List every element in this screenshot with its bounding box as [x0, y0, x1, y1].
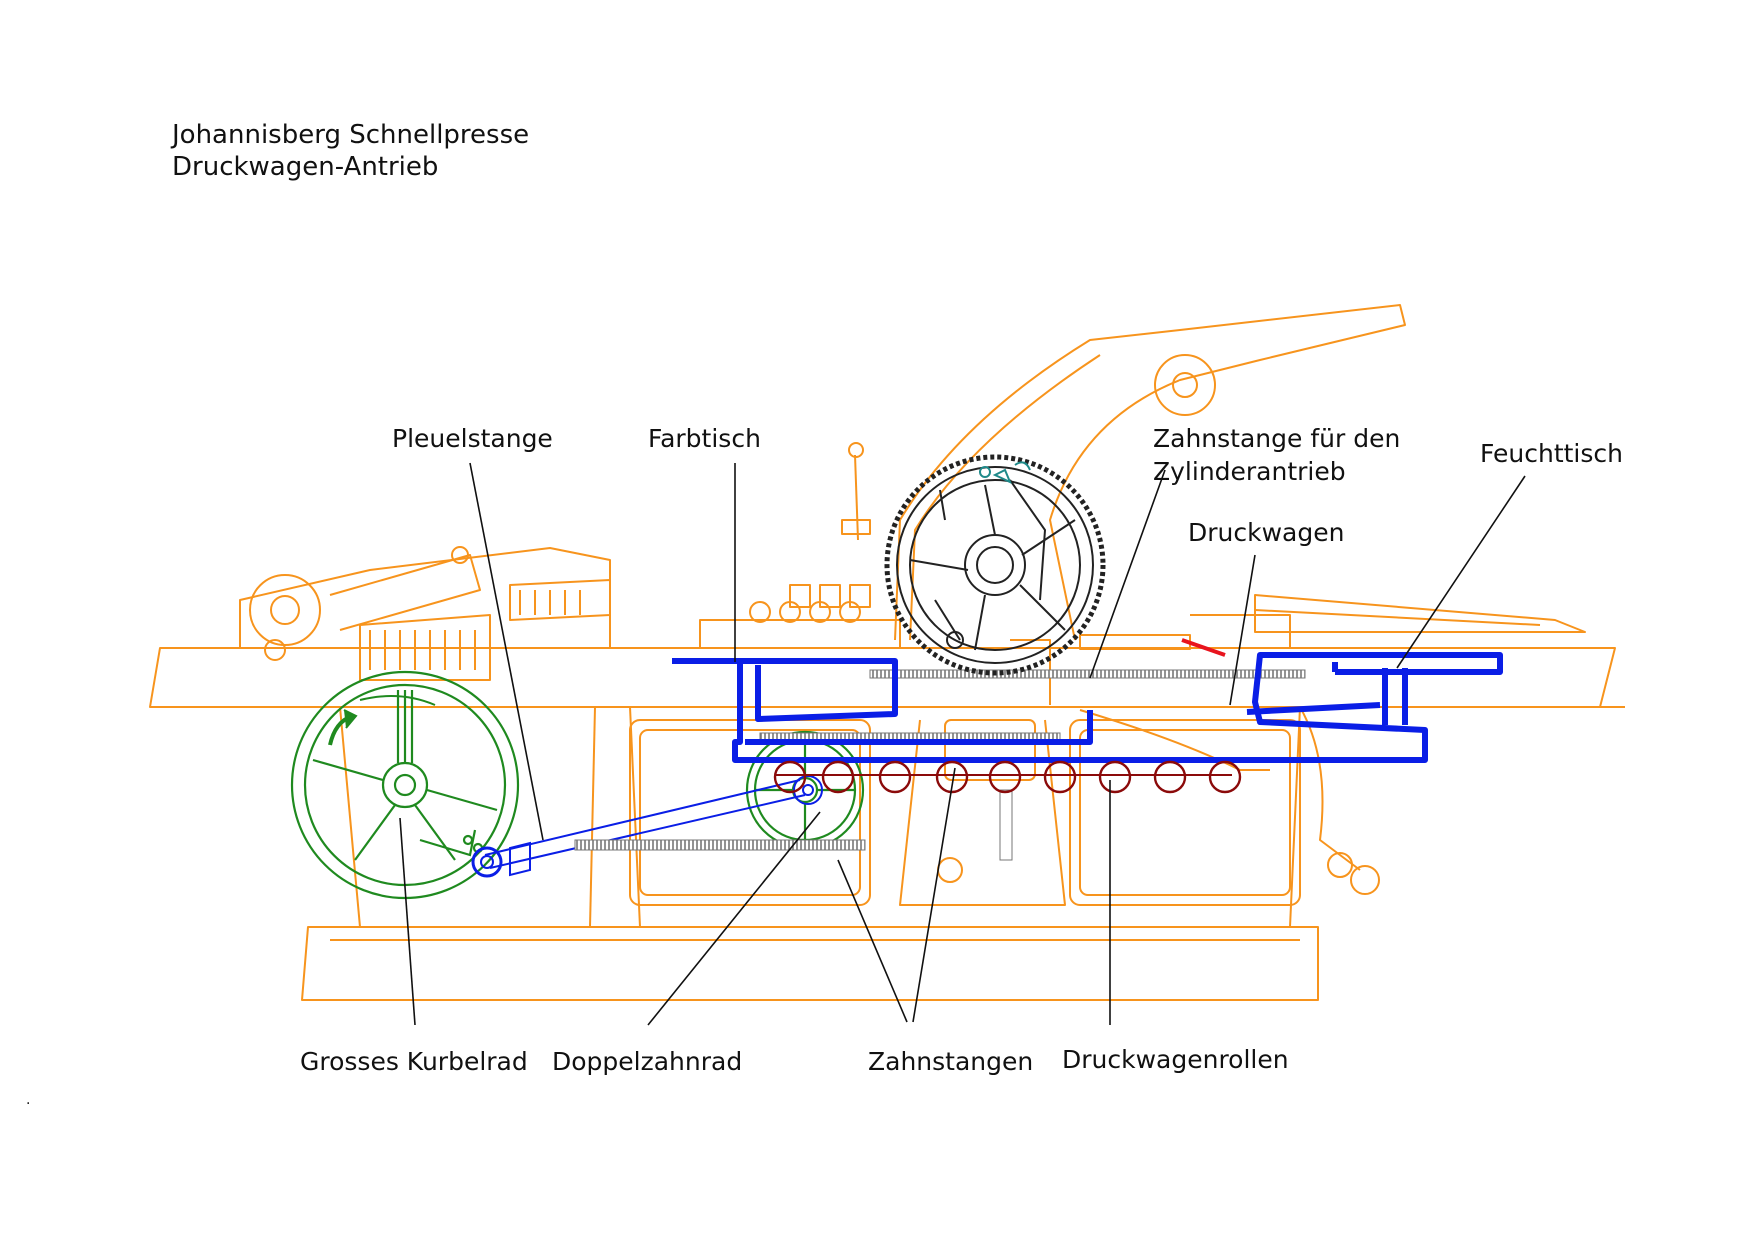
carriage-roller-5: [988, 760, 1022, 794]
label-doppelzahnrad: Doppelzahnrad: [552, 1047, 743, 1076]
label-feuchttisch: Feuchttisch: [1480, 439, 1623, 468]
label-druckwagenrollen: Druckwagenrollen: [1062, 1045, 1289, 1074]
crank-wheel: [290, 670, 520, 900]
carriage-roller-4: [935, 760, 969, 794]
label-zahnstangen: Zahnstangen: [868, 1047, 1034, 1076]
label-druckwagen: Druckwagen: [1188, 518, 1345, 547]
connecting-rod: [471, 775, 823, 878]
footnote-dot: .: [26, 1092, 31, 1108]
red-mark: [1181, 638, 1226, 657]
carriage-roller-8: [1153, 760, 1187, 794]
carriage-roller-7: [1098, 760, 1132, 794]
carriage-roller-1: [773, 760, 807, 794]
label-grosses-kurbelrad: Grosses Kurbelrad: [300, 1047, 528, 1076]
carriage-roller-6: [1043, 760, 1077, 794]
carriage-rollers: [773, 760, 1242, 794]
leader-lines: [399, 462, 1526, 1026]
label-zahnstange-zylinder-line1: Zahnstange für den: [1153, 424, 1401, 453]
label-zahnstange-zylinder-line2: Zylinderantrieb: [1153, 457, 1346, 486]
racks: [574, 669, 1306, 861]
diagram-title: Johannisberg Schnellpresse: [172, 120, 530, 150]
rotation-arrow: [328, 695, 436, 746]
carriage-roller-3: [878, 760, 912, 794]
carriage-roller-2: [821, 760, 855, 794]
label-farbtisch: Farbtisch: [648, 424, 761, 453]
diagram-subtitle: Druckwagen-Antrieb: [172, 152, 439, 182]
printing-carriage: [672, 652, 1503, 763]
machine-frame: [149, 304, 1625, 1001]
cylinder-gripper: [979, 461, 1031, 484]
label-pleuelstange: Pleuelstange: [392, 424, 553, 453]
impression-cylinder: [884, 454, 1106, 676]
carriage-roller-9: [1208, 760, 1242, 794]
